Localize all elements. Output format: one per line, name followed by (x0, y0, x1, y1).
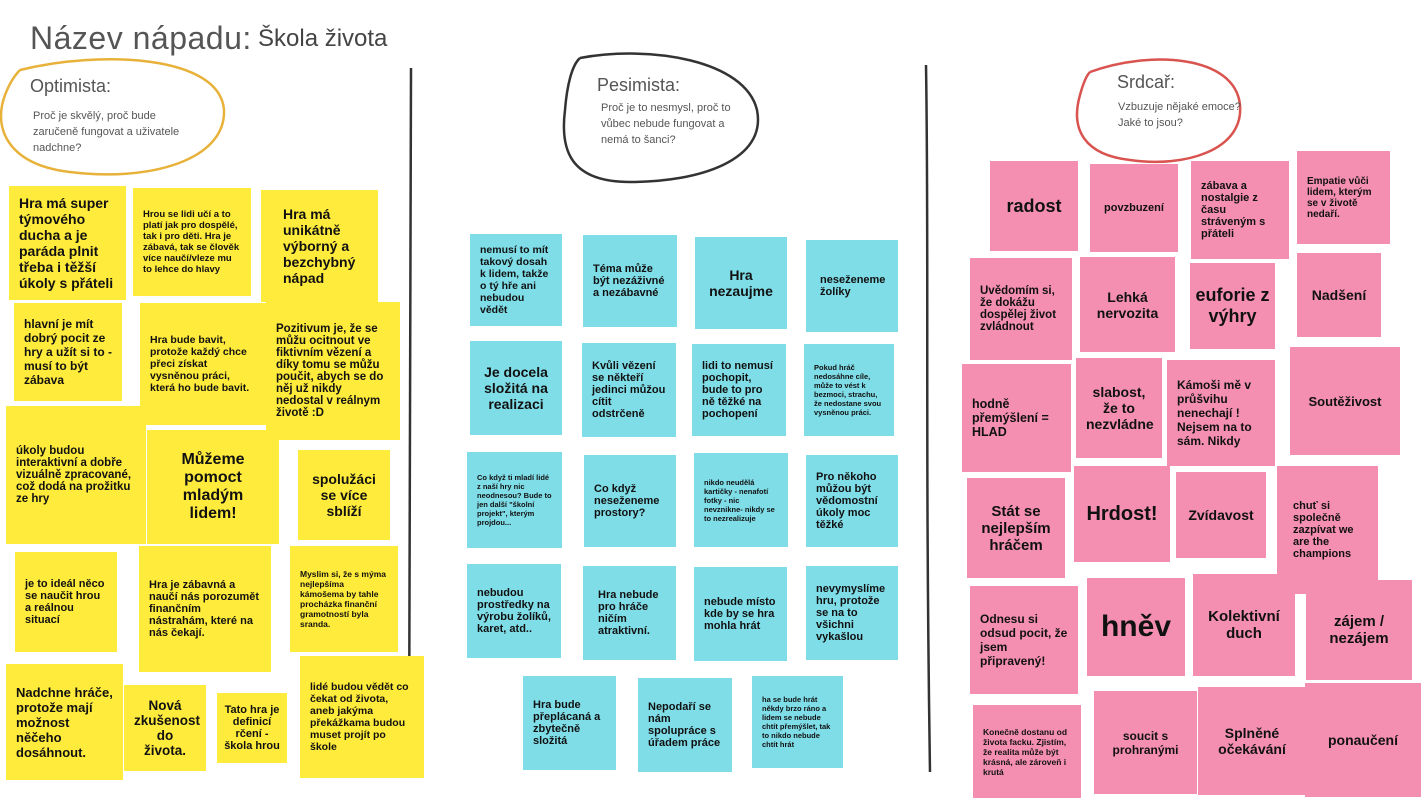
sticky-note[interactable]: hlavní je mít dobrý pocit ze hry a užít … (14, 303, 122, 401)
sticky-note[interactable]: spolužáci se více sblíží (298, 450, 390, 540)
sticky-note[interactable]: Soutěživost (1290, 347, 1400, 455)
sticky-note[interactable]: nemusí to mít takový dosah k lidem, takž… (470, 234, 562, 326)
sticky-note[interactable]: Hra má super týmového ducha a je paráda … (9, 186, 126, 300)
sticky-note[interactable]: Myslim si, že s mýma nejlepšíma kámošema… (290, 546, 398, 652)
sticky-note[interactable]: Pozitivum je, že se můžu ocitnout ve fik… (266, 302, 400, 440)
sticky-note[interactable]: Nová zkušenost do života. (124, 685, 206, 771)
sticky-note[interactable]: soucit s prohranými (1094, 691, 1197, 794)
sticky-note[interactable]: nebude místo kde by se hra mohla hrát (694, 567, 787, 661)
sticky-note[interactable]: slabost, že to nezvládne (1076, 358, 1162, 458)
idea-name-value: Škola života (258, 25, 388, 52)
sticky-note[interactable]: ha se bude hrát někdy brzo ráno a lidem … (752, 676, 843, 768)
sticky-note[interactable]: hodně přemýšlení = HLAD (962, 364, 1071, 472)
sticky-note[interactable]: Hrdost! (1074, 466, 1170, 562)
sticky-note[interactable]: Kámoši mě v průšvihu nenechají ! Nejsem … (1167, 360, 1275, 466)
sticky-note[interactable]: neseženeme žolíky (806, 240, 898, 332)
sticky-note[interactable]: Stát se nejlepším hráčem (967, 478, 1065, 578)
sticky-note[interactable]: Hra je zábavná a naučí nás porozumět fin… (139, 546, 271, 672)
sticky-note[interactable]: Hra bude přeplácaná a zbytečně složitá (523, 676, 616, 770)
sticky-note[interactable]: Hra má unikátně výborný a bezchybný nápa… (261, 190, 378, 302)
sticky-note[interactable]: Je docela složitá na realizaci (470, 341, 562, 435)
sticky-note[interactable]: Hra nezaujme (695, 237, 787, 329)
sticky-note[interactable]: Splněné očekávání (1198, 687, 1306, 795)
sticky-note[interactable]: Nadchne hráče, protože mají možnost něče… (6, 664, 123, 780)
sticky-note[interactable]: Odnesu si odsud pocit, že jsem připraven… (970, 586, 1078, 694)
sticky-note[interactable]: nebudou prostředky na výrobu žolíků, kar… (467, 564, 561, 658)
idea-name-label: Název nápadu: (30, 20, 252, 56)
sticky-note[interactable]: Co když neseženeme prostory? (584, 455, 676, 547)
sticky-note[interactable]: Můžeme pomoct mladým lidem! (147, 430, 279, 544)
sticky-note[interactable]: zájem / nezájem (1306, 580, 1412, 680)
optimist-description: Proč je skvělý, proč bude zaručeně fungo… (33, 110, 180, 154)
sticky-note[interactable]: Co když ti mladí lidé z naší hry nic neo… (467, 452, 562, 548)
sticky-note[interactable]: povzbuzení (1090, 164, 1178, 252)
sticky-note[interactable]: Pro někoho můžou být vědomostní úkoly mo… (806, 455, 898, 547)
pessimist-description: Proč je to nesmysl, proč to vůbec nebude… (601, 102, 731, 146)
sticky-note[interactable]: Kolektivní duch (1193, 574, 1295, 676)
sticky-note[interactable]: Hra nebude pro hráče ničím atraktivní. (583, 566, 676, 660)
sticky-note[interactable]: Hrou se lidi učí a to platí jak pro dosp… (133, 188, 251, 296)
heart-heading: Srdcař: (1117, 72, 1176, 92)
optimist-heading: Optimista: (30, 76, 112, 96)
heart-description: Vzbuzuje nějaké emoce? Jaké to jsou? (1118, 101, 1241, 129)
sticky-note[interactable]: Tato hra je definicí rčení - škola hrou (217, 693, 287, 763)
sticky-note[interactable]: radost (990, 161, 1078, 251)
sticky-note[interactable]: euforie z výhry (1190, 263, 1275, 349)
sticky-note[interactable]: Nadšení (1297, 253, 1381, 337)
pessimist-heading: Pesimista: (597, 75, 681, 95)
sticky-note[interactable]: lidé budou vědět co čekat od života, ane… (300, 656, 424, 778)
sticky-note[interactable]: hněv (1087, 578, 1185, 676)
sticky-note[interactable]: je to ideál něco se naučit hrou a reálno… (15, 552, 117, 652)
sticky-note[interactable]: Empatie vůči lidem, kterým se v životě n… (1297, 151, 1390, 244)
sticky-note[interactable]: Nepodaří se nám spolupráce s úřadem prác… (638, 678, 732, 772)
sticky-note[interactable]: Zvídavost (1176, 472, 1266, 558)
sticky-note[interactable]: zábava a nostalgie z času stráveným s př… (1191, 161, 1289, 259)
sticky-note[interactable]: Uvědomím si, že dokážu dospělej život zv… (970, 258, 1072, 360)
sticky-note[interactable]: Téma může být nezáživné a nezábavné (583, 235, 677, 327)
sticky-note[interactable]: chuť si společně zazpívat we are the cha… (1277, 466, 1378, 594)
sticky-note[interactable]: Konečně dostanu od života facku. Zjistím… (973, 705, 1081, 798)
sticky-note[interactable]: Kvůli vězení se někteří jedinci můžou cí… (582, 343, 676, 437)
sticky-note[interactable]: nevymyslíme hru, protože se na to všichn… (806, 566, 898, 660)
sticky-note[interactable]: ponaučení (1305, 683, 1421, 797)
sticky-note[interactable]: Pokud hráč nedosáhne cíle, může to vést … (804, 344, 894, 436)
sticky-note[interactable]: Lehká nervozita (1080, 257, 1175, 352)
sticky-note[interactable]: Hra bude bavit, protože každý chce přeci… (140, 303, 266, 425)
column-divider-right (924, 64, 932, 773)
sticky-note[interactable]: nikdo neudělá kartičky - nenafotí fotky … (694, 453, 788, 547)
sticky-note[interactable]: úkoly budou interaktivní a dobře vizuáln… (6, 406, 146, 544)
sticky-note[interactable]: lidi to nemusí pochopit, bude to pro ně … (692, 344, 786, 436)
